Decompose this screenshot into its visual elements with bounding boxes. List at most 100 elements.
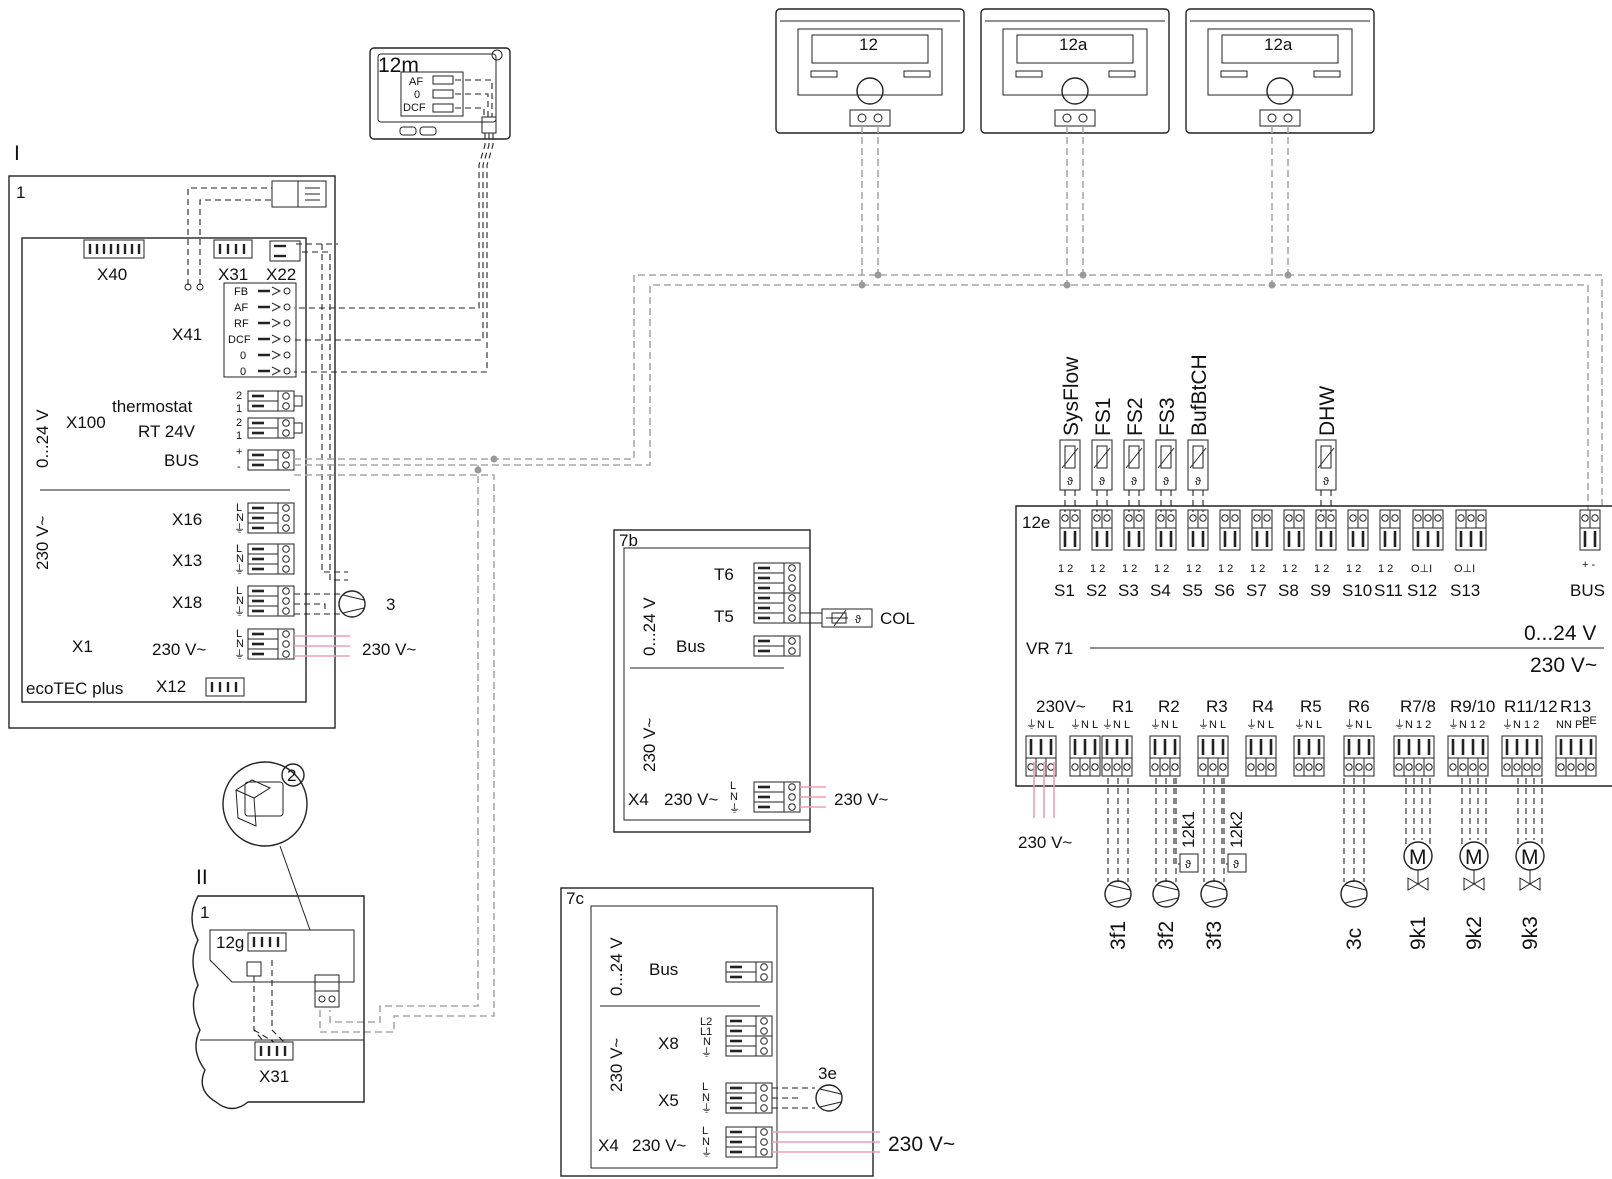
relay-label: R9/10 [1450,697,1495,716]
sensor-terminal-pins: 1 2 [1058,563,1073,575]
sensor-wire [1096,490,1108,512]
module-7b-n: N [730,791,738,803]
output-label: 3c [1343,928,1366,950]
x18-l: L [236,585,242,597]
pump-3-icon [338,590,366,618]
relay-terminal-block [1244,734,1278,778]
col-theta: ϑ [855,614,861,626]
relay-sensor-label: 12k2 [1227,811,1246,848]
x1-pe: ⏚ [234,648,245,661]
controller-12a-1 [980,8,1170,134]
sensor-terminal-label: S4 [1150,581,1171,600]
pump-wire [1107,778,1129,882]
sensor-theta: ϑ [1067,476,1073,488]
sensor-wire [1160,490,1172,512]
module-7b-pe: ⏚ [729,802,740,815]
x13-label: X13 [172,551,202,570]
bus-minus: - [237,461,241,473]
relay-terminal-block [1024,734,1058,778]
sensor-wire [1320,490,1332,512]
sensor-terminal-block [1282,508,1306,552]
x41-term-fb: FB [234,286,248,298]
boiler-mains-label: 230 V~ [362,640,416,659]
vr71-label: VR 71 [1026,639,1073,658]
x16-n: N [236,512,244,524]
boiler-number: 1 [16,183,25,202]
relay-pin-labels: ⏚N 1 2 [1502,718,1539,731]
pump-icon [1340,880,1368,908]
relay-pin-labels: ⏚N L [1344,718,1372,731]
remote-term-dcf: DCF [403,102,426,114]
relay-pin-labels: ⏚N L [1294,718,1322,731]
output-label: 3f3 [1203,921,1226,950]
module-7c-label: 7c [566,889,584,908]
x8-pe: ⏚ [701,1046,712,1059]
relay-terminal-block [1500,734,1544,778]
sensor-terminal-block [1346,508,1370,552]
relay-label: R2 [1158,697,1180,716]
pump-icon [1200,880,1228,908]
sensor-terminal-pins: 1 2 [1378,563,1393,575]
vr71-bus-label: BUS [1570,581,1605,600]
x8-label: X8 [658,1034,679,1053]
relay-terminal-block [1554,734,1598,778]
module-7c-l: L [702,1125,708,1137]
sensor-terminal-label: S12 [1407,581,1437,600]
t5-label: T5 [714,607,734,626]
relay-terminals [1024,734,1598,778]
c12e-label: 12e [1022,513,1050,532]
relay-terminal-block [1148,734,1182,778]
output-label: 9k3 [1519,916,1542,950]
x1-l: L [236,628,242,640]
section-label-ii: II [196,866,208,889]
pump-wire [1343,778,1365,882]
relay-terminal-block [1446,734,1490,778]
x41-term-0b: 0 [240,366,246,378]
sensor-terminal-block [1378,508,1402,552]
detail-ii: 1 12g X31 2 [191,761,365,1110]
sensor-terminal-pins: 1 2 [1122,563,1137,575]
sensor-terminal-block [1058,508,1082,552]
motor-label: M [1409,846,1427,869]
x16-label: X16 [172,510,202,529]
sensor-terminal-pins: 1 2 [1282,563,1297,575]
sensor-wire [1128,490,1140,512]
module-7b-l: L [730,780,736,792]
module-7b-mains-label: 230 V~ [834,790,888,809]
vr71-mains-voltage: 230 V~ [1530,654,1597,677]
sensor-theta: ϑ [1131,476,1137,488]
relay-sensor-theta: ϑ [1233,859,1239,871]
relay-pin-labels: ⏚N L [1102,718,1130,731]
sensor-terminal-label: S13 [1450,581,1480,600]
bus-pm-label: + - [1582,559,1595,571]
relay-sensor-theta: ϑ [1185,859,1191,871]
x41-term-dcf: DCF [228,334,251,346]
relay-sensor-label: 12k1 [1179,811,1198,848]
pump-icon [1104,880,1132,908]
x18-pe: ⏚ [234,605,245,618]
sensor-terminal-pins: 1 2 [1218,563,1233,575]
sensor-label: FS3 [1156,397,1179,436]
module-7c-mains-voltage: 230 V~ [607,1038,626,1092]
relay-sensor-icon [1179,853,1199,873]
sensor-terminal-pins: 1 2 [1186,563,1201,575]
sensor-terminal-pins: O⊥I [1454,563,1475,575]
module-7b-mains-voltage: 230 V~ [640,718,659,772]
bus-label: BUS [164,451,199,470]
relay-sensor-icon [1227,853,1247,873]
controller-12-label: 12 [859,35,878,54]
relay-sensor-wire [1173,778,1180,865]
section-label-i: I [14,142,20,165]
sensor-terminal-label: S8 [1278,581,1299,600]
relay-label: R13 [1560,697,1591,716]
relay-label: 230V~ [1036,697,1086,716]
circle-2-label: 2 [287,766,296,785]
module-7b-label: 7b [619,531,638,550]
x41-label: X41 [172,325,202,344]
module-7c-n: N [702,1136,710,1148]
thermo-num-2a: 2 [236,390,242,402]
module-7b-x4-voltage: 230 V~ [664,790,718,809]
remote-12m: 12m AF 0 DCF [369,47,511,140]
x31-label: X31 [218,265,248,284]
